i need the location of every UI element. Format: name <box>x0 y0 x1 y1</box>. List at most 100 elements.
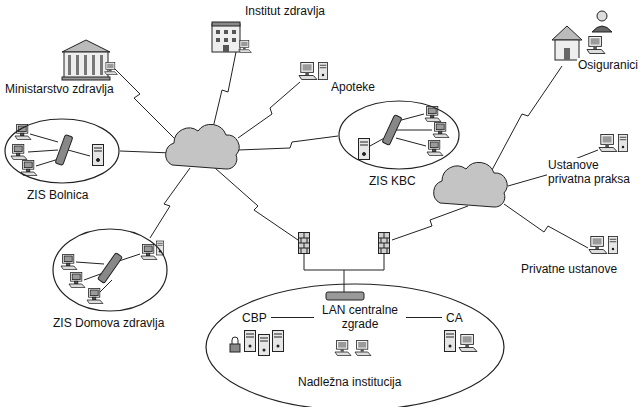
hospital-lan <box>425 106 441 121</box>
hospital-lan <box>30 134 58 142</box>
server-label: CBP <box>241 311 268 325</box>
building-icon <box>62 40 117 80</box>
node-label: Ministarstvo zdravlja <box>4 82 115 96</box>
insured-icon <box>587 36 605 53</box>
network-cloud <box>434 162 507 207</box>
computer-icon <box>299 62 317 79</box>
central-lan <box>326 292 364 300</box>
hospital-lan <box>359 106 450 159</box>
node-label: Apoteke <box>330 80 376 94</box>
hospital-lan <box>396 130 432 131</box>
central-lan <box>245 331 256 352</box>
lan-connector <box>271 317 314 318</box>
computer-icon <box>609 236 618 253</box>
network-cloud <box>166 124 239 169</box>
building-icon <box>68 55 71 75</box>
ellipse-outline <box>53 229 167 311</box>
building-icon <box>232 30 236 34</box>
central-lan <box>459 334 477 351</box>
network-ellipse: ZIS Bolnica <box>4 118 120 184</box>
building-icon <box>224 38 228 42</box>
insured-icon <box>592 26 612 32</box>
network-links <box>344 270 345 292</box>
health-center-lan <box>61 254 77 269</box>
health-center-lan <box>87 288 103 303</box>
network-links <box>392 206 468 240</box>
hospital-lan <box>15 124 31 139</box>
network-links <box>238 82 300 138</box>
computer-icon <box>299 62 328 79</box>
network-links <box>120 151 172 153</box>
building-icon <box>212 22 240 26</box>
building-icon <box>62 40 110 52</box>
ellipse-outline <box>339 101 459 169</box>
computer-icon <box>589 134 628 253</box>
central-lan <box>273 331 284 352</box>
site-label: Ustanove privatna praksa <box>548 158 640 186</box>
lan-label: LAN centralne zgrade <box>317 303 403 331</box>
hospital-lan <box>28 150 58 152</box>
building-icon <box>68 55 103 75</box>
central-lan <box>445 331 456 352</box>
hospital-lan <box>382 115 402 146</box>
network-links <box>212 52 236 132</box>
building-icon <box>100 55 103 75</box>
network-links <box>112 66 176 140</box>
node-label: Institut zdravlja <box>244 4 326 18</box>
central-lan <box>335 340 351 355</box>
network-links <box>112 52 598 292</box>
ellipse-outline <box>338 100 460 170</box>
node-label: LAN centralne zgrade <box>317 303 403 331</box>
hospital-lan <box>55 135 73 166</box>
health-center-lan <box>69 272 85 287</box>
network-ellipse: ZIS Domova zdravlja <box>52 228 168 312</box>
node-label: Nadležna institucija <box>297 375 402 389</box>
building-icon <box>76 55 79 75</box>
computer-icon <box>619 134 628 151</box>
ellipse-outline <box>5 119 119 183</box>
building-icon <box>105 62 118 74</box>
insured-icon <box>552 11 612 60</box>
site-label: Privatne ustanove <box>520 262 619 276</box>
lan-connector <box>406 317 442 318</box>
building-icon <box>232 38 236 42</box>
institution-ellipse: CBPLAN centralne zgradeCANadležna instit… <box>205 283 505 407</box>
central-lan <box>230 292 477 356</box>
site-label: Apoteke <box>330 80 377 94</box>
central-lan <box>232 337 238 344</box>
building-icon <box>224 30 228 34</box>
network-links <box>504 204 588 248</box>
hospital-lan <box>11 124 104 175</box>
network-links <box>238 136 338 150</box>
building-icon <box>84 55 87 75</box>
building-icon <box>62 77 110 80</box>
hospital-lan <box>11 144 27 159</box>
hospital-lan <box>21 160 37 175</box>
central-lan <box>230 344 240 352</box>
health-center-lan <box>61 241 164 304</box>
node-label: Privatne ustanove <box>520 262 618 276</box>
network-links <box>304 254 384 270</box>
central-lan <box>259 335 270 356</box>
computer-icon <box>319 62 328 79</box>
node-label: Osiguranici <box>577 58 639 72</box>
node-label: ZIS KBC <box>368 174 417 188</box>
site-label: Institut zdravlja <box>244 4 327 18</box>
network-cloud <box>434 162 507 207</box>
building-icon <box>216 38 220 42</box>
building-icon <box>223 45 229 52</box>
ellipse-outline <box>52 228 168 312</box>
hospital-lan <box>396 138 426 146</box>
node-label: CBP <box>241 311 268 325</box>
hospital-lan <box>359 139 370 160</box>
network-cloud <box>166 124 239 169</box>
building-icon <box>216 30 236 42</box>
node-label: Ustanove privatna praksa <box>547 158 639 186</box>
site-label: Ministarstvo zdravlja <box>4 82 115 96</box>
network-links <box>150 168 190 238</box>
computer-icon <box>589 236 607 253</box>
network-links <box>215 168 298 240</box>
building-icon <box>216 30 220 34</box>
